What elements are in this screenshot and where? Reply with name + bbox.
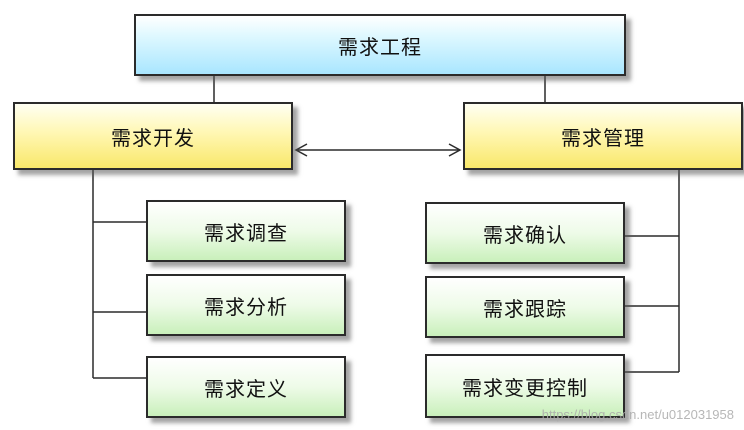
management-child-node: 需求确认 bbox=[425, 202, 625, 264]
management-child-label: 需求确认 bbox=[483, 222, 567, 247]
watermark-text: https://blog.csdn.net/u012031958 bbox=[541, 407, 734, 422]
development-child-node: 需求定义 bbox=[146, 356, 346, 418]
development-child-node: 需求调查 bbox=[146, 200, 346, 262]
management-child-node: 需求跟踪 bbox=[425, 276, 625, 338]
management-node-label: 需求管理 bbox=[561, 125, 645, 150]
root-node-label: 需求工程 bbox=[338, 34, 422, 59]
management-child-label: 需求跟踪 bbox=[483, 296, 567, 321]
management-node: 需求管理 bbox=[463, 102, 743, 170]
development-child-node: 需求分析 bbox=[146, 274, 346, 336]
development-node-label: 需求开发 bbox=[111, 125, 195, 150]
management-child-node: 需求变更控制 bbox=[425, 354, 625, 418]
development-child-label: 需求定义 bbox=[204, 376, 288, 401]
management-child-label: 需求变更控制 bbox=[462, 375, 588, 400]
root-node: 需求工程 bbox=[134, 14, 626, 76]
development-node: 需求开发 bbox=[13, 102, 293, 170]
development-child-label: 需求分析 bbox=[204, 294, 288, 319]
development-child-label: 需求调查 bbox=[204, 220, 288, 245]
